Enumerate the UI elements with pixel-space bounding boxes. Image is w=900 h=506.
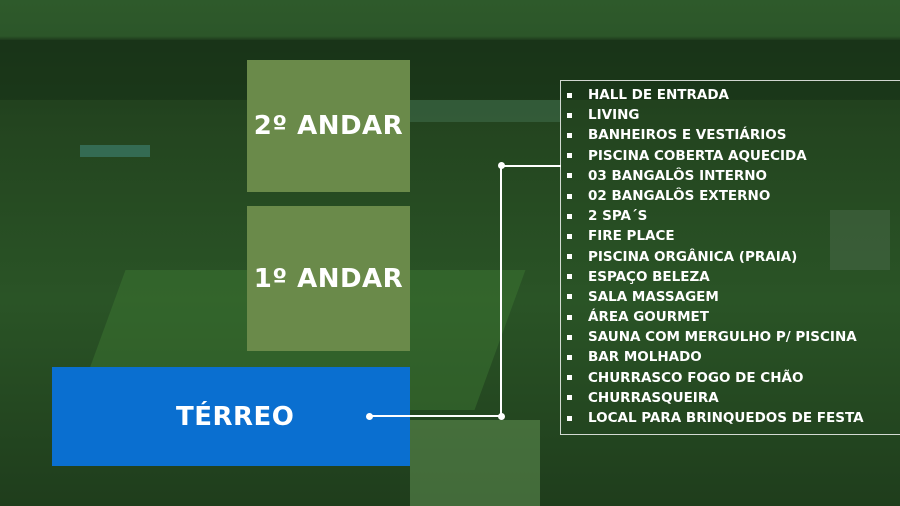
amenity-label: LOCAL PARA BRINQUEDOS DE FESTA [588,410,864,426]
bullet-icon [567,355,572,361]
bullet-icon [567,173,572,179]
floor-1-label: 1º ANDAR [253,263,404,294]
bullet-icon [567,334,572,340]
amenity-item: LIVING [567,105,900,125]
bullet-icon [567,314,572,320]
amenity-label: SAUNA COM MERGULHO P/ PISCINA [588,329,857,346]
amenity-label: ÁREA GOURMET [588,309,709,326]
amenity-label: ESPAÇO BELEZA [588,268,710,285]
amenity-item: SAUNA COM MERGULHO P/ PISCINA [567,327,900,347]
bullet-icon [567,92,572,98]
amenity-item: ÁREA GOURMET [567,307,900,327]
amenity-label: FIRE PLACE [588,228,675,245]
amenity-label: HALL DE ENTRADA [588,87,730,103]
ground-floor-box[interactable]: TÉRREO [52,367,410,466]
amenity-label: 03 BANGALÔS INTERNO [588,167,767,184]
amenity-item: HALL DE ENTRADA [567,85,900,105]
bullet-icon [567,132,572,138]
bullet-icon [567,274,572,280]
amenity-label: CHURRASCO FOGO DE CHÃO [588,369,804,386]
amenity-item: BANHEIROS E VESTIÁRIOS [567,125,900,145]
ground-floor-label: TÉRREO [176,401,295,432]
bullet-icon [567,213,572,219]
amenity-label: BANHEIROS E VESTIÁRIOS [588,127,787,144]
amenity-item: BAR MOLHADO [567,347,900,367]
amenity-item: PISCINA COBERTA AQUECIDA [567,146,900,166]
amenity-label: LIVING [588,107,640,124]
amenity-label: 02 BANGALÔS EXTERNO [588,187,771,204]
amenity-item: ESPAÇO BELEZA [567,267,900,287]
floor-1-box[interactable]: 1º ANDAR [247,206,410,351]
bullet-icon [567,112,572,118]
amenity-item: SALA MASSAGEM [567,287,900,307]
amenity-item: 2 SPA´S [567,206,900,226]
floor-2-box[interactable]: 2º ANDAR [247,60,410,192]
amenity-item: CHURRASQUEIRA [567,388,900,408]
amenity-item: PISCINA ORGÂNICA (PRAIA) [567,247,900,267]
amenity-label: 2 SPA´S [588,208,648,225]
floor-2-label: 2º ANDAR [253,111,404,141]
amenity-item: FIRE PLACE [567,226,900,246]
amenity-item: 02 BANGALÔS EXTERNO [567,186,900,206]
amenity-item: CHURRASCO FOGO DE CHÃO [567,368,900,388]
amenity-item: LOCAL PARA BRINQUEDOS DE FESTA [567,408,900,428]
bullet-icon [567,193,572,199]
amenity-label: BAR MOLHADO [588,349,702,366]
bullet-icon [567,233,572,239]
amenity-item: 03 BANGALÔS INTERNO [567,166,900,186]
amenity-label: PISCINA COBERTA AQUECIDA [588,147,807,164]
amenity-label: PISCINA ORGÂNICA (PRAIA) [588,248,798,265]
bullet-icon [567,153,572,159]
bullet-icon [567,415,572,421]
amenity-label: CHURRASQUEIRA [588,389,719,406]
bullet-icon [567,294,572,300]
bullet-icon [567,395,572,401]
bullet-icon [567,254,572,260]
amenities-list: HALL DE ENTRADA LIVING BANHEIROS E VESTIÁR… [560,80,900,435]
bullet-icon [567,375,572,381]
amenity-label: SALA MASSAGEM [588,288,719,305]
